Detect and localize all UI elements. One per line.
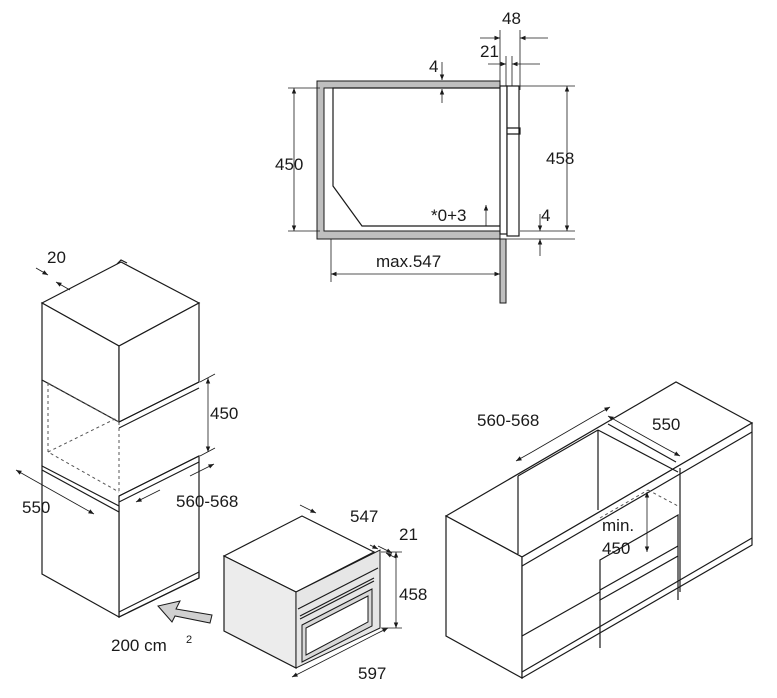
tall-cabinet: 20 450 550 560-568 200 cm 2 — [15, 248, 238, 655]
tall-dim-560-568: 560-568 — [176, 492, 238, 511]
oven-unit: 547 21 458 597 — [222, 504, 427, 683]
section-oven-body — [332, 87, 500, 227]
section-view: 48 21 4 450 458 *0+3 4 — [275, 9, 575, 304]
section-front-panel — [499, 238, 507, 304]
base-dim-min: min. — [602, 516, 634, 535]
base-dim-560-568: 560-568 — [477, 411, 539, 430]
oven-dim-547: 547 — [350, 507, 378, 526]
tall-dim-450: 450 — [210, 404, 238, 423]
section-dim-458: 458 — [546, 149, 574, 168]
base-dim-550: 550 — [652, 415, 680, 434]
tall-dim-550: 550 — [22, 498, 50, 517]
oven-dim-21: 21 — [399, 525, 418, 544]
section-dim-21: 21 — [480, 42, 499, 61]
section-dim-4-top: 4 — [429, 57, 438, 76]
section-dim-tolerance: *0+3 — [431, 206, 466, 225]
section-oven-door — [506, 85, 520, 237]
tall-ventilation-label: 200 cm — [111, 636, 167, 655]
oven-dim-597: 597 — [358, 664, 386, 683]
base-cabinet: 560-568 550 min. 450 — [444, 381, 754, 680]
section-dim-48: 48 — [502, 9, 521, 28]
section-dim-4-bottom: 4 — [541, 206, 550, 225]
base-dim-450: 450 — [602, 539, 630, 558]
section-oven-front — [499, 85, 508, 235]
oven-dim-458: 458 — [399, 585, 427, 604]
tall-ventilation-sup: 2 — [186, 634, 192, 646]
section-dim-max: max.547 — [376, 252, 441, 271]
section-dim-450: 450 — [275, 155, 303, 174]
section-cabinet-wall — [316, 80, 501, 240]
tall-dim-20: 20 — [47, 248, 66, 267]
ventilation-arrow-icon — [157, 600, 213, 624]
